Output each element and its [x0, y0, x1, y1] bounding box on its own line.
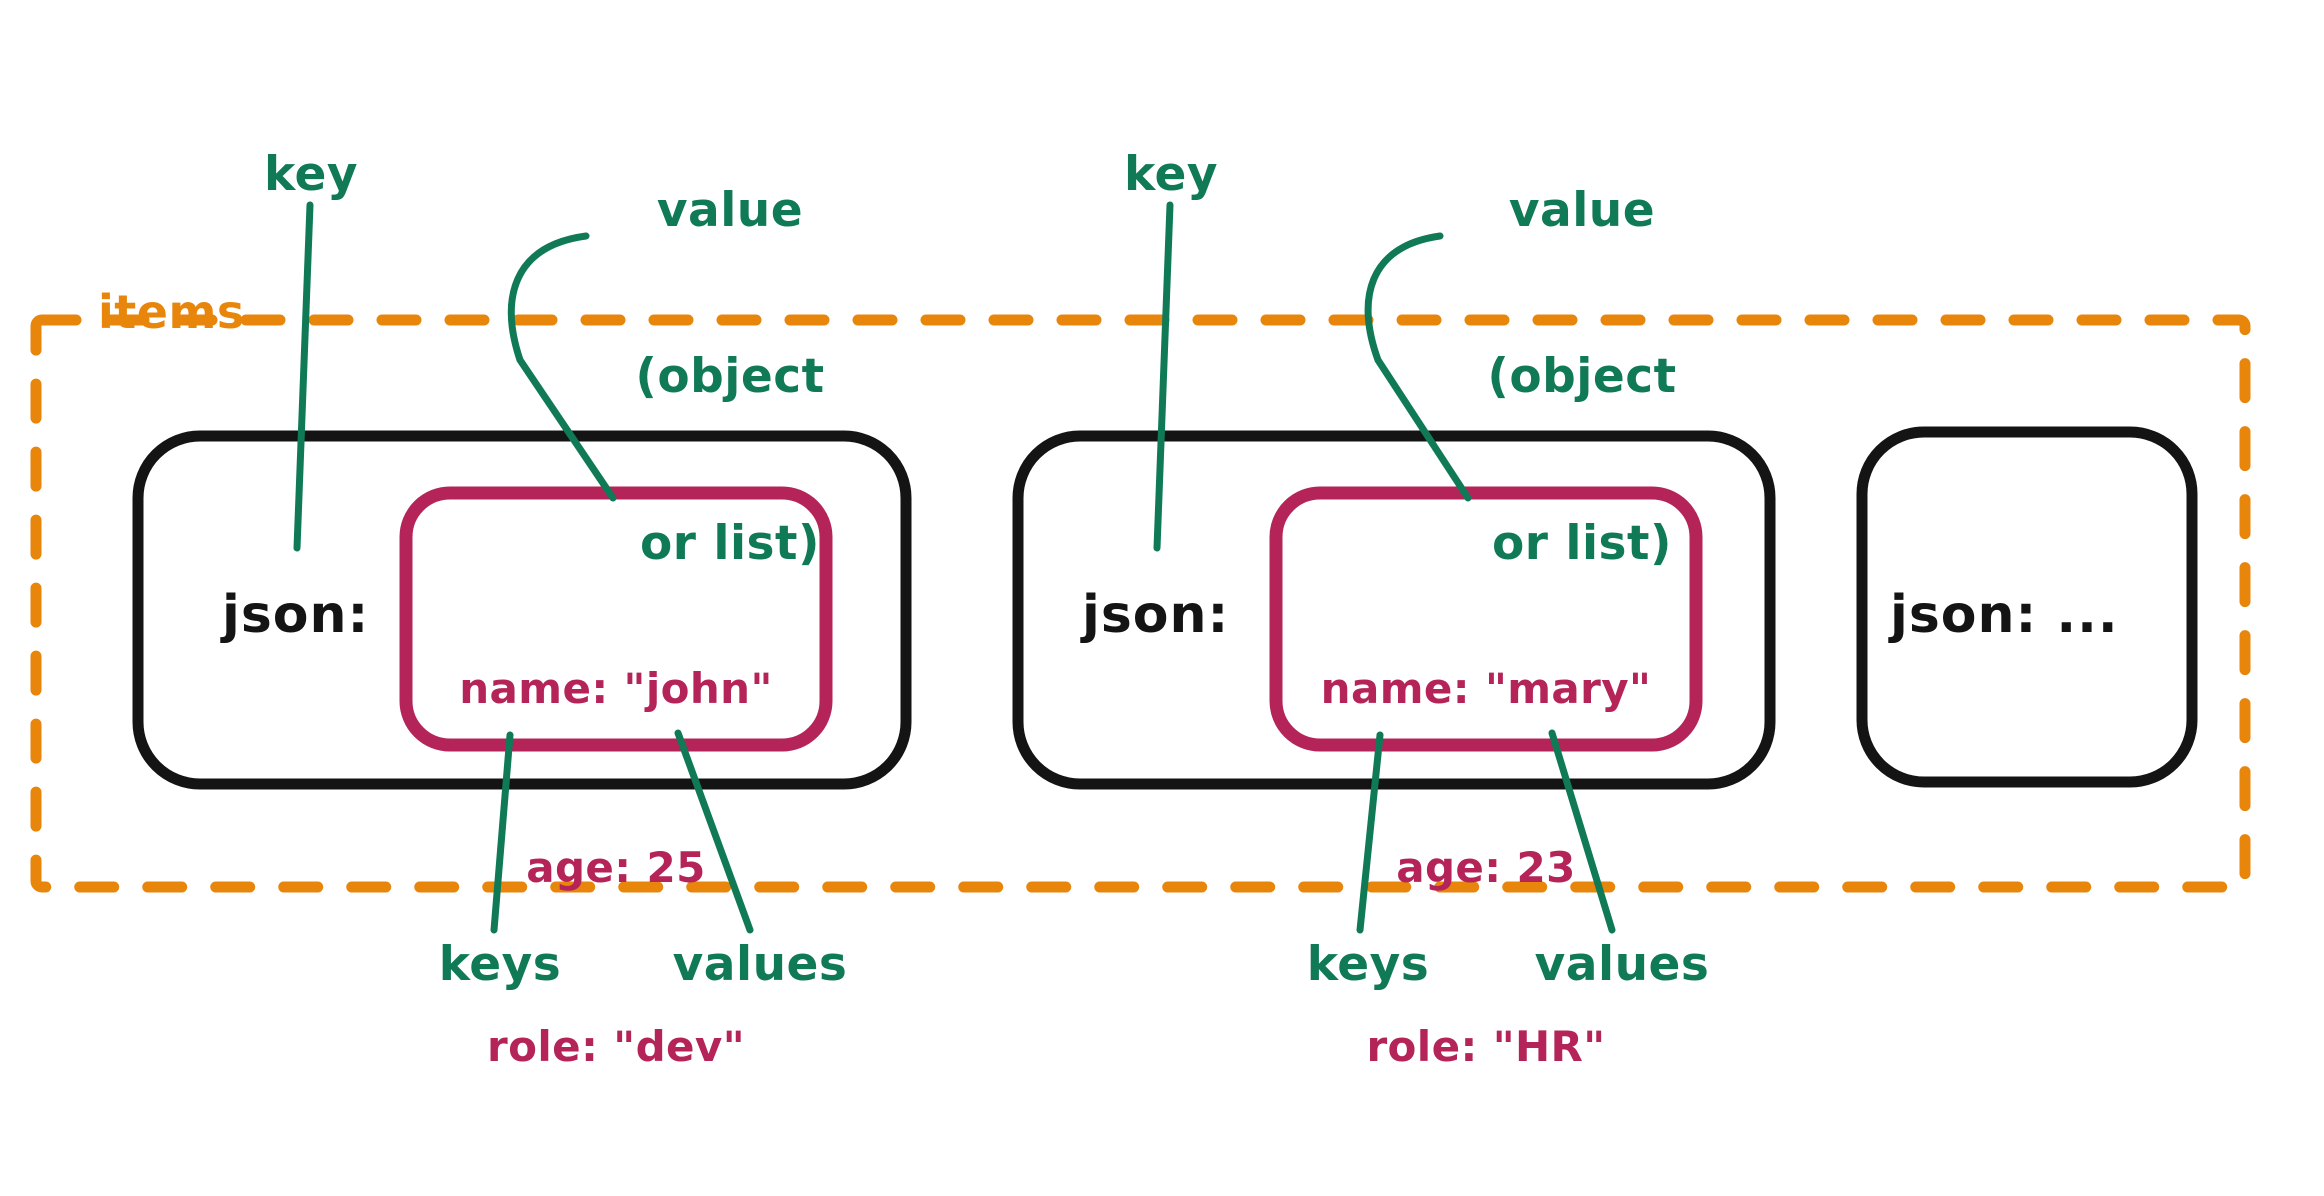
annotation-value-2-line-2: (object — [1487, 349, 1677, 405]
leader-values-1 — [674, 729, 754, 934]
annotation-value-2: value (object or list) — [1452, 72, 1712, 682]
annotation-value-1-line-1: value — [656, 182, 804, 238]
leader-key-2 — [1153, 201, 1174, 552]
card-2-row-age: age: 23 — [1396, 843, 1576, 893]
card-2-inner-box-content: name: "mary" age: 23 role: "HR" — [1276, 540, 1696, 1196]
annotation-value-1-line-3: or list) — [640, 515, 820, 571]
card-1-key-label: json: — [222, 585, 370, 645]
card-3-key-label: json: ... — [1890, 585, 2119, 645]
leader-keys-2 — [1356, 731, 1384, 934]
card-1-row-name: name: "john" — [459, 664, 773, 714]
annotation-key-2: key — [1123, 147, 1218, 202]
leader-key-1 — [293, 201, 314, 552]
annotation-keys-2: keys — [1306, 937, 1430, 992]
annotation-value-2-line-1: value — [1508, 182, 1656, 238]
annotation-values-2: values — [1534, 937, 1710, 992]
annotation-values-1: values — [672, 937, 848, 992]
leader-value-2 — [1364, 232, 1472, 502]
items-container-border — [30, 314, 2251, 893]
diagram-vector-layer — [30, 201, 2251, 934]
leader-values-2 — [1548, 729, 1616, 934]
items-container-label: items — [98, 285, 245, 339]
card-2-key-label: json: — [1082, 585, 1230, 645]
leader-keys-1 — [490, 731, 514, 934]
annotation-key-1: key — [263, 147, 358, 202]
card-1-row-age: age: 25 — [526, 843, 706, 893]
annotation-value-2-line-3: or list) — [1492, 515, 1672, 571]
card-2-row-role: role: "HR" — [1366, 1022, 1606, 1071]
annotation-keys-1: keys — [438, 937, 562, 992]
card-2-inner-box-border[interactable] — [1269, 486, 1703, 752]
leader-value-1 — [507, 232, 617, 502]
card-1-row-role: role: "dev" — [487, 1022, 745, 1071]
card-3-border[interactable] — [1856, 426, 2198, 788]
card-2-row-name: name: "mary" — [1320, 664, 1652, 714]
card-1-inner-box-border[interactable] — [399, 486, 833, 752]
annotation-value-1-line-2: (object — [635, 349, 825, 405]
annotation-value-1: value (object or list) — [600, 72, 860, 682]
card-1-inner-box-content: name: "john" age: 25 role: "dev" — [406, 540, 826, 1196]
diagram-canvas: items key value (object or list) key val… — [30, 72, 2251, 1071]
